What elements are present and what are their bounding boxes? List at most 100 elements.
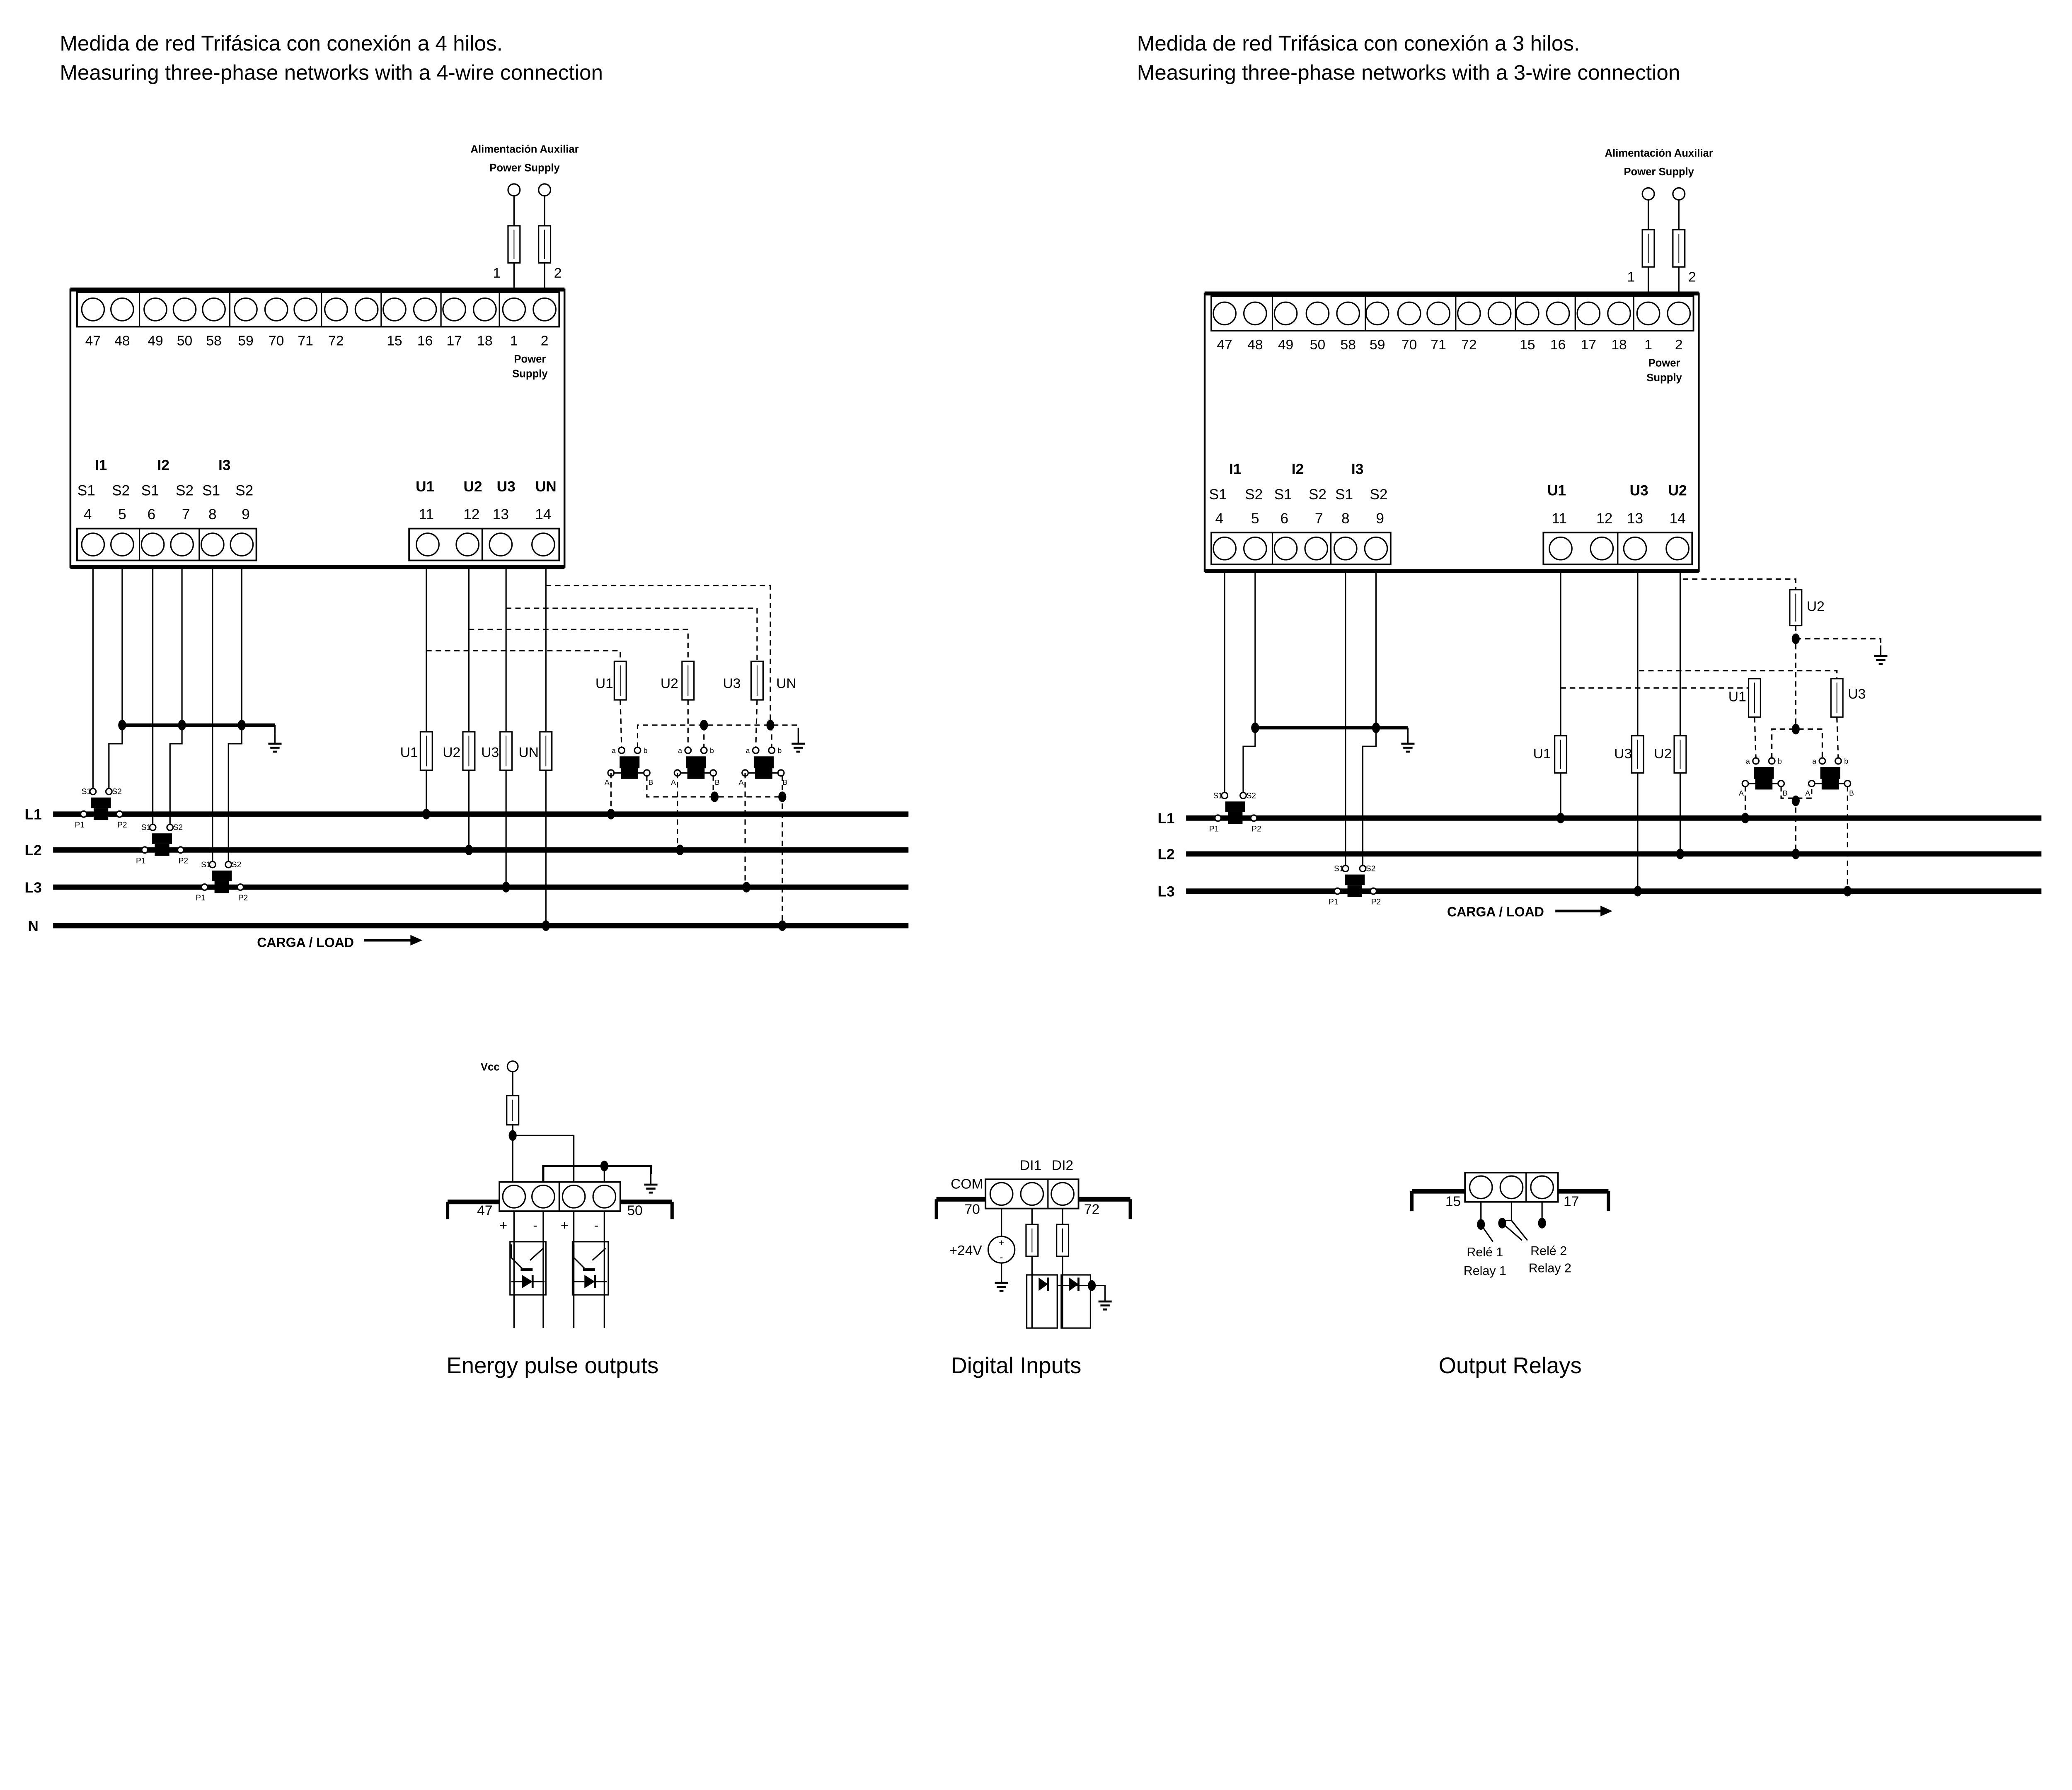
terminal-number: 71 [1431, 337, 1446, 353]
vt-label: B [1849, 789, 1854, 797]
com-label: COM [951, 1177, 983, 1192]
screw-head [1243, 301, 1267, 326]
vt-core-icon [686, 756, 706, 769]
vcc-terminal-icon [506, 1060, 519, 1073]
voltage-label: U1 [416, 479, 434, 495]
aux-supply-label: Power Supply [1624, 166, 1694, 178]
title-left-es: Medida de red Trifásica con conexión a 4… [60, 31, 503, 55]
polarity-label: + [499, 1218, 507, 1233]
wire [506, 607, 758, 662]
current-pin-label: S2 [235, 483, 253, 499]
vt-label: b [1778, 757, 1782, 765]
current-pin-label: S1 [141, 483, 159, 499]
screw-head [354, 297, 379, 322]
polarity-label: - [533, 1218, 537, 1233]
ct-label: P1 [196, 894, 206, 902]
vt-label: a [1812, 757, 1816, 765]
current-pin-label: S1 [1274, 486, 1292, 503]
vt-label: B [715, 778, 720, 786]
terminal-number: 2 [1675, 337, 1683, 353]
screw-head [489, 532, 513, 556]
ct-label: P1 [75, 821, 85, 830]
screw-head [1607, 301, 1631, 326]
ct-label: S1 [82, 788, 92, 796]
terminal-circle [752, 746, 760, 754]
terminal-circle [1334, 887, 1341, 895]
power-label: Supply [512, 368, 548, 380]
screw-head [140, 532, 165, 556]
junction-dot [178, 720, 186, 731]
line-label: L1 [25, 807, 42, 823]
screw-head [1665, 536, 1690, 561]
terminal-circle [1741, 780, 1749, 787]
line-label: L2 [25, 842, 42, 859]
terminal-circle [116, 810, 123, 818]
screw-head [202, 297, 226, 322]
vt-core-icon [1821, 777, 1839, 790]
vt-fuse-label: U1 [595, 676, 613, 691]
wire [1754, 717, 1757, 759]
relay-contact-icon [1480, 1224, 1493, 1242]
ct-core-icon [1225, 801, 1245, 812]
junction-dot [607, 808, 615, 820]
ct-label: S1 [141, 823, 151, 832]
terminal-circle [1844, 780, 1852, 787]
title-left-en: Measuring three-phase networks with a 4-… [60, 60, 603, 84]
junction-dot [1843, 885, 1852, 897]
supply-terminal-icon [507, 183, 521, 197]
fuse-label: U1 [1533, 746, 1551, 762]
current-group-label: I2 [157, 457, 169, 474]
wire [108, 567, 123, 789]
ct-core-icon [155, 844, 169, 856]
ct-core-icon [152, 833, 172, 844]
terminal-circle [225, 861, 232, 868]
junction-dot [1251, 722, 1259, 733]
terminal-circle [634, 746, 641, 754]
vt-label: B [649, 778, 654, 786]
caption-digital-inputs: Digital Inputs [951, 1353, 1081, 1378]
wire [169, 567, 183, 825]
wire [1242, 571, 1256, 793]
terminal-number: 59 [1370, 337, 1385, 353]
terminal-circle [208, 861, 216, 868]
junction-dot [700, 720, 708, 731]
ct-core-icon [1347, 885, 1362, 897]
terminal-number: 17 [1581, 337, 1596, 353]
terminal-circle [1341, 865, 1349, 873]
fuse-label: UN [518, 745, 539, 760]
vcc-label: Vcc [481, 1061, 500, 1073]
junction-dot [1791, 795, 1800, 806]
junction-dot [742, 882, 750, 893]
junction-dot [1634, 885, 1642, 897]
junction-dot [766, 720, 775, 731]
voltage-label: U1 [1547, 483, 1566, 499]
junction-dot [542, 920, 550, 931]
screw-head [293, 297, 318, 322]
screw-head [1020, 1182, 1044, 1206]
vt-core-icon [1755, 777, 1773, 790]
terminal-number: 49 [148, 333, 163, 348]
terminal-circle [709, 769, 717, 777]
wire [546, 585, 771, 725]
screw-head [234, 297, 258, 322]
terminal-circle [1359, 865, 1367, 873]
screw-head [413, 297, 437, 322]
wire [511, 1244, 523, 1269]
vt-label: A [739, 778, 744, 786]
vt-fuse-label: U2 [1807, 599, 1825, 614]
vt-label: b [1844, 757, 1848, 765]
ct-core-icon [214, 881, 229, 893]
source-plus: + [999, 1237, 1004, 1248]
terminal-number: 18 [1611, 337, 1627, 353]
screw-head [382, 297, 407, 322]
current-group-label: I3 [218, 457, 230, 474]
vt-core-icon [620, 756, 640, 769]
vt-core-icon [1820, 767, 1840, 779]
source-minus: - [1000, 1252, 1003, 1263]
screw-head [324, 297, 348, 322]
current-terminal-number: 6 [148, 506, 156, 522]
supply-pin: 1 [493, 266, 501, 281]
screw-head [592, 1184, 617, 1209]
current-terminal-number: 4 [1215, 510, 1223, 527]
terminal-number: 50 [177, 333, 192, 348]
